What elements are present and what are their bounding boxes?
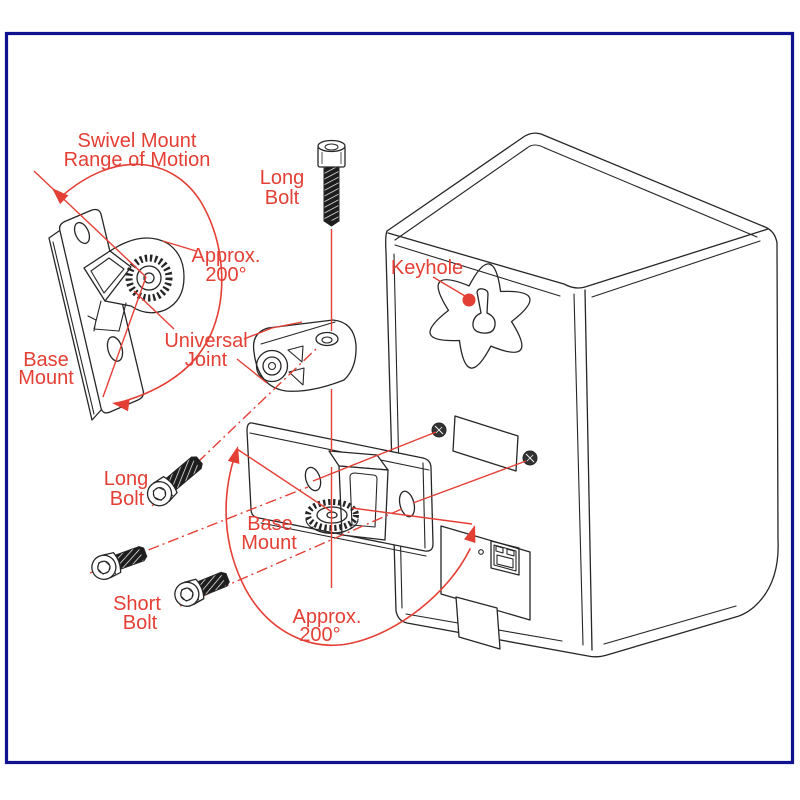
motion-arc-bottom xyxy=(225,451,471,646)
label-approx-bottom-line2: 200° xyxy=(299,624,340,646)
mount-bracket-front xyxy=(338,465,389,541)
swivel-gear xyxy=(125,254,173,302)
reset-pinhole xyxy=(478,549,484,555)
universal-joint-leader-down xyxy=(236,358,268,384)
slot-to-hole-align-lower xyxy=(412,460,527,504)
long-bolt-top-part xyxy=(317,139,346,227)
label-long-bolt-top-line1: Long xyxy=(260,167,305,189)
label-swivel-range-line2: Range of Motion xyxy=(64,149,211,171)
label-base-mount-left-line1: Base xyxy=(23,349,69,371)
joint-bolt-bore xyxy=(315,331,339,347)
label-long-bolt-lower-line2: Bolt xyxy=(110,488,145,510)
short-bolt-a-part xyxy=(87,540,150,584)
label-approx-bottom-line1: Approx. xyxy=(293,606,362,628)
short-bolt-b-part xyxy=(170,565,233,611)
label-swivel-range-line1: Swivel Mount xyxy=(78,130,197,152)
spec-label-plate xyxy=(452,415,519,472)
label-long-bolt-top-line2: Bolt xyxy=(265,187,300,209)
label-approx-top-line2: 200° xyxy=(205,264,246,286)
plate-slot-upper xyxy=(73,221,91,245)
keyhole-star-plate xyxy=(429,263,531,369)
keyhole-leader xyxy=(432,276,466,297)
rj45-port xyxy=(490,540,520,576)
speaker-outline xyxy=(385,132,779,658)
label-universal-joint-line1: Universal xyxy=(164,330,247,352)
mount-slot-left xyxy=(304,466,322,492)
motion-arc-bottom-radius-1 xyxy=(236,448,333,513)
universal-joint-part xyxy=(252,319,357,392)
universal-joint-leader-right xyxy=(243,321,303,340)
approx-top-leader xyxy=(162,240,197,252)
navy-frame xyxy=(4,31,795,765)
speaker-cabinet xyxy=(385,132,779,658)
motion-arc-bottom-radius-2 xyxy=(351,507,473,525)
screw-hole-lower xyxy=(522,450,538,466)
label-base-mount-left-line2: Mount xyxy=(18,367,74,389)
keyhole-marker-dot xyxy=(462,293,476,307)
slot-to-hole-align-upper xyxy=(312,431,437,482)
base-mount-assembly xyxy=(246,422,434,557)
arc-arrowhead xyxy=(227,444,244,464)
keyhole-slot xyxy=(472,288,496,334)
label-universal-joint-line2: Joint xyxy=(185,349,228,371)
motion-arc-top-radius-2 xyxy=(102,276,147,398)
red-annotations xyxy=(33,163,527,646)
short-bolt-a-axis-line xyxy=(89,486,309,574)
label-approx-top-line1: Approx. xyxy=(192,245,261,267)
label-base-mount-center-line2: Mount xyxy=(241,532,297,554)
plate-slot-lower xyxy=(106,336,124,362)
long-bolt-lower-part xyxy=(141,450,208,512)
label-short-bolt-line2: Bolt xyxy=(123,612,158,634)
label-short-bolt-line1: Short xyxy=(113,593,161,615)
label-base-mount-center-line1: Base xyxy=(247,513,293,535)
motion-arc-top xyxy=(61,163,223,404)
universal-joint-leader-left xyxy=(133,290,175,330)
connection-recess xyxy=(440,525,531,650)
label-long-bolt-lower-line1: Long xyxy=(104,468,149,490)
swivel-arm-bracket xyxy=(83,250,132,302)
cable-channel xyxy=(455,596,501,650)
label-keyhole: Keyhole xyxy=(391,257,463,279)
wall-plate xyxy=(58,208,145,414)
diagram-labels: Swivel Mount Range of Motion Long Bolt A… xyxy=(18,130,463,646)
screw-hole-upper xyxy=(431,422,447,438)
joint-face-ring xyxy=(255,349,289,383)
